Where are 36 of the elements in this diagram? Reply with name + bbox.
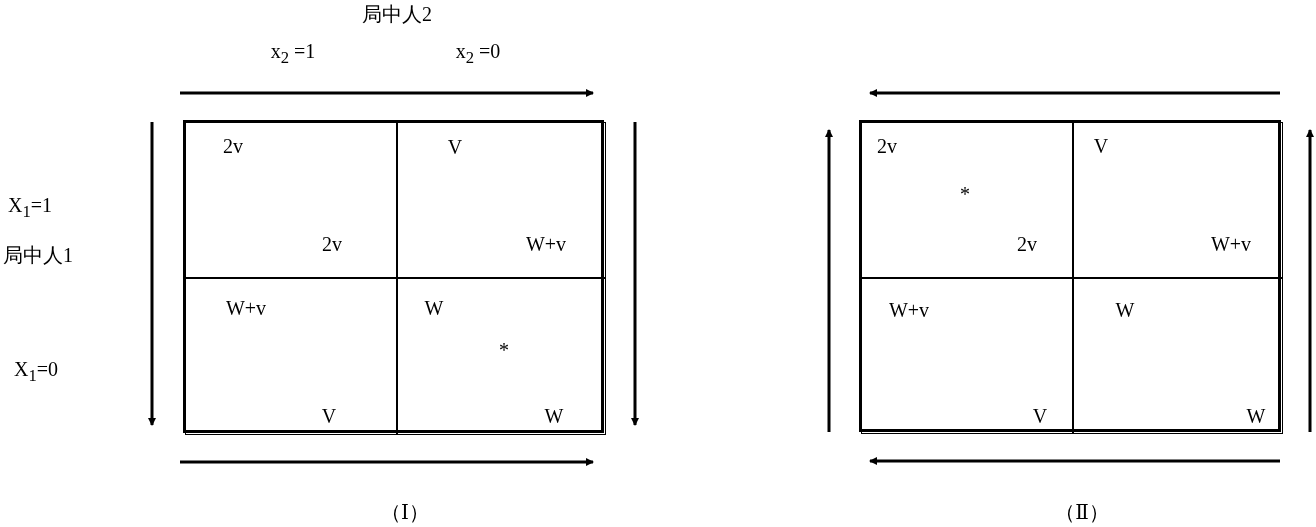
payoff-value: W bbox=[544, 405, 564, 427]
payoff-value: W+v bbox=[225, 297, 267, 319]
payoff-value: W+v bbox=[1210, 233, 1252, 255]
payoff-value: * bbox=[960, 183, 970, 205]
payoff-value: W+v bbox=[525, 233, 567, 255]
payoff-value: 2v bbox=[223, 135, 243, 157]
payoff-matrix bbox=[183, 120, 604, 433]
strategy-label: X$_{1}$=1 bbox=[7, 194, 53, 222]
matrix-cell bbox=[860, 121, 1073, 278]
payoff-value: W+v bbox=[888, 299, 930, 321]
strategy-label: x$_{2}$ =0 bbox=[455, 40, 501, 68]
payoff-value: V bbox=[321, 405, 337, 427]
payoff-matrix bbox=[859, 120, 1281, 432]
payoff-value: W bbox=[424, 297, 444, 319]
strategy-label: x$_{2}$ =1 bbox=[270, 40, 316, 68]
matrix-cell bbox=[1072, 121, 1283, 278]
panel-caption: （Ⅱ） bbox=[1055, 501, 1109, 523]
payoff-value: V bbox=[1032, 405, 1048, 427]
matrix-cell bbox=[860, 277, 1073, 434]
matrix-cell bbox=[396, 121, 606, 278]
payoff-value: 2v bbox=[877, 135, 897, 157]
matrix-cell bbox=[1072, 277, 1283, 434]
payoff-value: V bbox=[1093, 135, 1109, 157]
strategy-label: X$_{1}$=0 bbox=[13, 358, 59, 386]
player-label: 局中人2 bbox=[362, 3, 432, 25]
payoff-value: 2v bbox=[1017, 233, 1037, 255]
matrix-cell bbox=[396, 277, 606, 435]
payoff-value: V bbox=[447, 136, 463, 158]
payoff-value: 2v bbox=[322, 233, 342, 255]
payoff-value: * bbox=[499, 339, 509, 361]
payoff-value: W bbox=[1246, 405, 1266, 427]
payoff-value: W bbox=[1115, 299, 1135, 321]
matrix-cell bbox=[184, 277, 397, 435]
panel-caption: （Ⅰ） bbox=[381, 501, 429, 523]
player-label: 局中人1 bbox=[3, 244, 73, 266]
matrix-cell bbox=[184, 121, 397, 278]
